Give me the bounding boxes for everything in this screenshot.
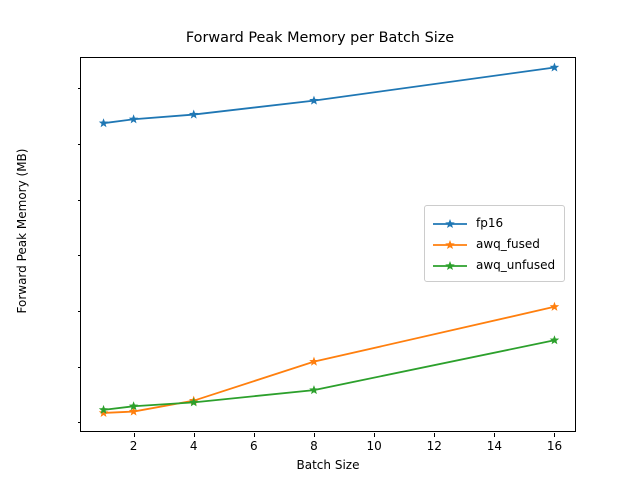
- series-line-awq_unfused: [103, 339, 555, 411]
- legend-label: awq_fused: [476, 236, 540, 251]
- legend-swatch-icon: [432, 216, 468, 230]
- x-tick-label: 14: [486, 439, 502, 453]
- series-line-awq_fused: [103, 305, 555, 414]
- data-point-marker: [128, 114, 139, 124]
- x-tick-mark: [434, 433, 436, 437]
- legend-item-fp16[interactable]: fp16: [432, 212, 555, 233]
- x-tick-mark: [494, 433, 496, 437]
- x-tick-mark: [133, 433, 135, 437]
- legend-swatch-icon: [432, 237, 468, 251]
- x-tick-mark: [374, 433, 376, 437]
- data-point-marker: [98, 118, 109, 128]
- legend-swatch-icon: [432, 258, 468, 272]
- y-tick-mark: [77, 422, 81, 424]
- data-point-marker: [549, 301, 560, 311]
- data-point-marker: [188, 397, 199, 407]
- x-tick-mark: [313, 433, 315, 437]
- y-tick-mark: [77, 310, 81, 312]
- x-axis-label: Batch Size: [296, 458, 360, 472]
- y-tick-mark: [77, 366, 81, 368]
- data-point-marker: [309, 95, 319, 105]
- x-tick-mark: [554, 433, 556, 437]
- chart-title: Forward Peak Memory per Batch Size: [185, 30, 455, 46]
- data-point-marker: [128, 406, 139, 416]
- y-tick-mark: [77, 199, 81, 201]
- x-tick-label: 12: [426, 439, 442, 453]
- y-tick-mark: [77, 255, 81, 257]
- y-tick-mark: [77, 88, 81, 90]
- legend-item-awq_unfused[interactable]: awq_unfused: [432, 254, 555, 275]
- legend-label: fp16: [476, 215, 504, 230]
- x-tick-label: 16: [546, 439, 563, 453]
- data-point-marker: [128, 401, 139, 411]
- plot-area: 600080001000012000140001600018000 246810…: [77, 57, 576, 453]
- data-point-marker: [549, 62, 560, 72]
- data-point-marker: [309, 385, 319, 395]
- data-point-marker: [549, 335, 560, 345]
- legend-label: awq_unfused: [476, 257, 556, 272]
- x-tick-mark: [193, 433, 195, 437]
- series-line-fp16: [103, 66, 555, 125]
- x-tick-label: 6: [250, 439, 258, 453]
- x-tick-mark: [253, 433, 255, 437]
- legend-item-awq_fused[interactable]: awq_fused: [432, 233, 555, 254]
- x-tick-label: 8: [310, 439, 318, 453]
- data-point-marker: [98, 404, 109, 414]
- data-point-marker: [309, 356, 319, 366]
- data-point-marker: [98, 407, 109, 417]
- x-tick-label: 4: [189, 439, 198, 453]
- series-canvas: [98, 62, 560, 417]
- y-axis-label: Forward Peak Memory (MB): [15, 148, 29, 314]
- data-point-marker: [188, 109, 199, 119]
- chart-legend: fp16 awq_fused awq_unfused: [424, 205, 566, 282]
- y-tick-mark: [77, 143, 81, 145]
- x-tick-label: 10: [366, 439, 382, 453]
- x-tick-label: 2: [129, 439, 138, 453]
